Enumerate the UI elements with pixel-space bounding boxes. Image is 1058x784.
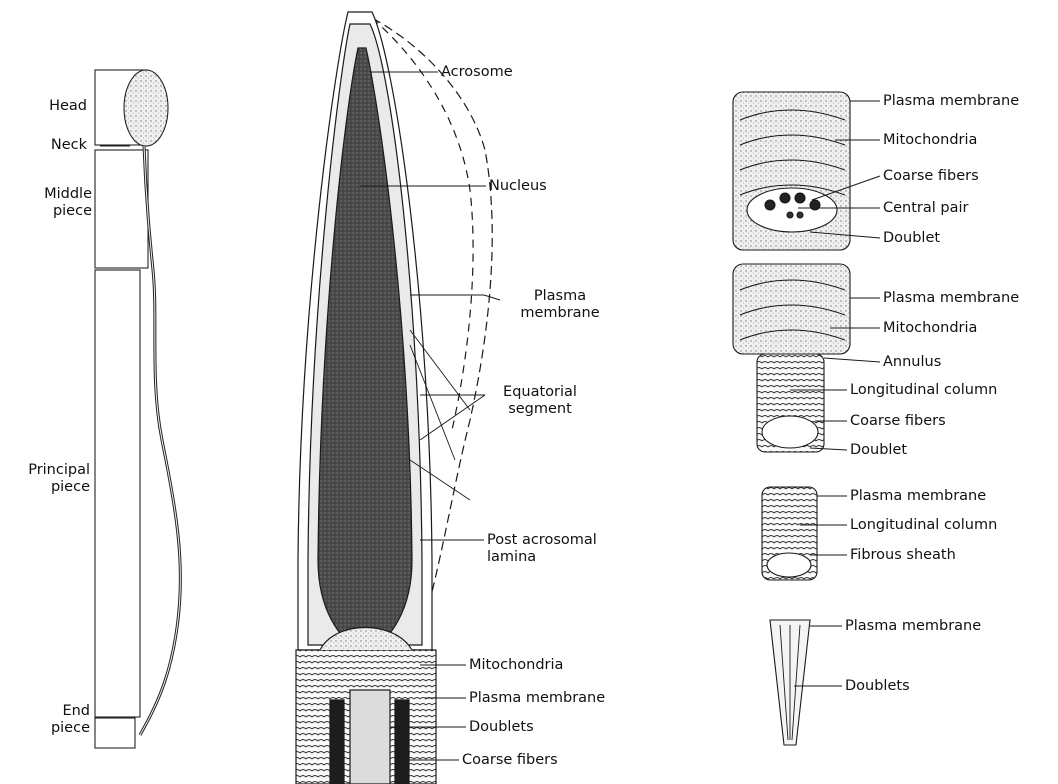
sperm-head-shape [124,70,168,146]
label-ep-plasma-membrane: Plasma membrane [845,618,981,635]
axoneme-core [350,690,390,784]
end-piece-bracket [95,718,135,748]
label-mp-plasma-membrane: Plasma membrane [883,93,1019,110]
label-jn-doublet: Doublet [850,442,907,459]
end-piece-section [770,620,810,745]
coarse-fiber-left [330,700,344,784]
label-principal-piece: Principal piece [4,462,90,496]
label-acrosome: Acrosome [441,64,513,81]
label-mp-mitochondria: Mitochondria [883,132,977,149]
label-jn-longitudinal-column: Longitudinal column [850,382,997,399]
junction-section [733,264,850,452]
label-middle-piece: Middle piece [30,186,92,220]
label-plasma-membrane-neck: Plasma membrane [469,690,605,707]
label-pp-fibrous-sheath: Fibrous sheath [850,547,956,564]
label-pp-plasma-membrane: Plasma membrane [850,488,986,505]
principal-piece-bracket [95,270,140,717]
label-mp-central-pair: Central pair [883,200,969,217]
label-jn-mitochondria: Mitochondria [883,320,977,337]
label-coarse-fibers-head: Coarse fibers [462,752,558,769]
label-doublets-head: Doublets [469,719,534,736]
whole-cell-diagram [95,70,180,748]
label-post-acrosomal-lamina: Post acrosomal lamina [487,532,607,566]
label-jn-coarse-fibers: Coarse fibers [850,413,946,430]
label-jn-annulus: Annulus [883,354,941,371]
label-plasma-membrane-head: Plasma membrane [500,288,620,322]
label-mp-coarse-fibers: Coarse fibers [883,168,979,185]
middle-piece-section [733,92,850,250]
label-ep-doublets: Doublets [845,678,910,695]
tail-highlight [140,146,180,735]
label-nucleus: Nucleus [489,178,547,195]
label-equatorial-segment: Equatorial segment [495,384,585,418]
principal-piece-section [762,487,817,580]
label-end-piece: End piece [40,703,90,737]
head-section-diagram [296,12,492,784]
label-neck: Neck [45,137,87,154]
label-pp-longitudinal-column: Longitudinal column [850,517,997,534]
label-mitochondria-head: Mitochondria [469,657,563,674]
tail-sections-diagram [733,92,850,745]
label-jn-plasma-membrane: Plasma membrane [883,290,1019,307]
middle-piece-bracket [95,150,148,268]
coarse-fiber-right [395,700,409,784]
label-head: Head [45,98,87,115]
label-mp-doublet: Doublet [883,230,940,247]
